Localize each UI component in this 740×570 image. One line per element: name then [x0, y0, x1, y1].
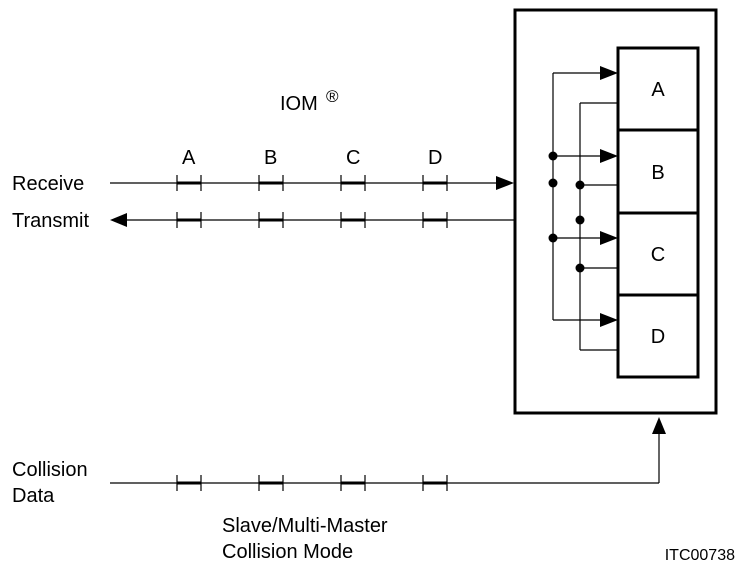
receive-slots: [176, 175, 448, 191]
junction-dot: [575, 180, 585, 190]
receive-branch-arrow-d: [600, 313, 618, 327]
block-label-a: A: [651, 79, 665, 101]
block-a: [616, 46, 700, 132]
channel-label-d: D: [428, 147, 442, 169]
receive-branch-arrow-c: [600, 231, 618, 245]
transmit-slots: [176, 212, 448, 228]
block-d: [616, 293, 700, 379]
data-label: Data: [12, 485, 55, 507]
block-label-c: C: [651, 244, 665, 266]
transmit-label: Transmit: [12, 210, 89, 232]
receive-arrow: [496, 176, 514, 190]
junction-dot: [575, 263, 585, 273]
iom-title: IOM: [280, 93, 318, 115]
collision-arrow: [652, 417, 666, 434]
transmit-arrow: [110, 213, 127, 227]
junction-dot: [548, 151, 558, 161]
receive-label: Receive: [12, 173, 84, 195]
block-b: [616, 128, 700, 215]
channel-label-a: A: [182, 147, 196, 169]
caption-line-1: Slave/Multi-Master: [222, 515, 388, 537]
block-label-b: B: [651, 162, 664, 184]
receive-branch-arrow-b: [600, 149, 618, 163]
caption-line-2: Collision Mode: [222, 541, 353, 563]
figure-code: ITC00738: [665, 547, 735, 564]
registered-mark: ®: [326, 87, 339, 106]
junction-dot: [575, 215, 585, 225]
receive-branch-arrow-a: [600, 66, 618, 80]
block-label-d: D: [651, 326, 665, 348]
channel-label-b: B: [264, 147, 277, 169]
junction-dot: [548, 178, 558, 188]
collision-label: Collision: [12, 459, 88, 481]
channel-label-c: C: [346, 147, 360, 169]
collision-slots: [176, 475, 448, 491]
junction-dot: [548, 233, 558, 243]
